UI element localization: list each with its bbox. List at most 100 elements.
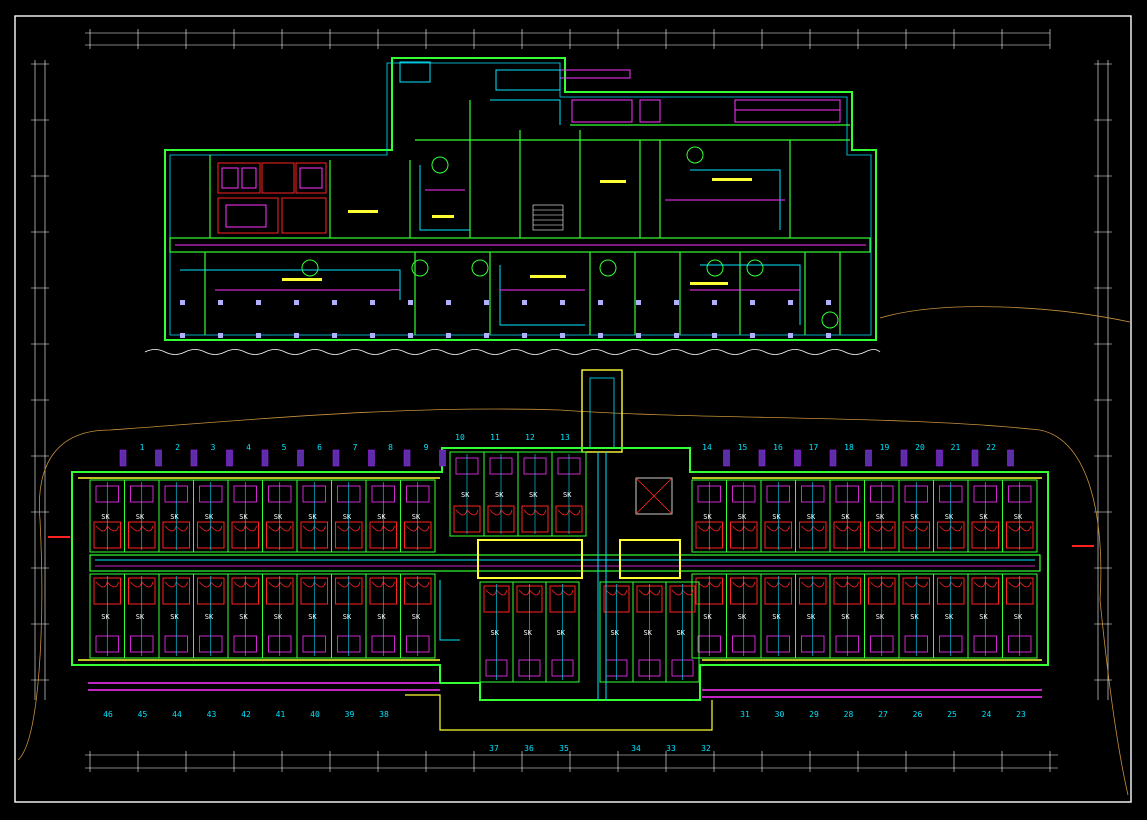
room-number-label: 6: [317, 443, 322, 452]
room-code-label: SK: [703, 513, 712, 521]
room-code-label: SK: [557, 629, 566, 637]
ground-hatch-line: [144, 349, 881, 355]
room-code-label: SK: [308, 613, 317, 621]
room-code-label: SK: [412, 613, 421, 621]
room-number-label: 4: [246, 443, 251, 452]
room-number-label: 43: [207, 710, 217, 719]
room-number-label: 22: [986, 443, 996, 452]
room-code-label: SK: [611, 629, 620, 637]
room-code-label: SK: [945, 613, 954, 621]
room-number-label: 7: [353, 443, 358, 452]
room-number-label: 12: [525, 433, 535, 442]
room-number-label: 9: [424, 443, 429, 452]
room-code-label: SK: [841, 513, 850, 521]
center-room-number-row-a: 37 36 35: [489, 744, 569, 753]
room-code-label: SK: [563, 491, 572, 499]
room-code-label: SK: [239, 613, 248, 621]
room-code-label: SK: [377, 613, 386, 621]
room-code-label: SK: [910, 513, 919, 521]
room-number-label: 45: [138, 710, 148, 719]
room-number-label: 38: [379, 710, 389, 719]
room-code-label: SK: [170, 613, 179, 621]
room-code-label: SK: [412, 513, 421, 521]
room-code-label: SK: [738, 513, 747, 521]
room-number-label: 18: [844, 443, 854, 452]
room-code-label: SK: [170, 513, 179, 521]
room-code-label: SK: [491, 629, 500, 637]
room-number-label: 27: [878, 710, 888, 719]
room-number-label: 20: [915, 443, 925, 452]
drawing-frame: [14, 15, 1132, 803]
room-code-label: SK: [461, 491, 470, 499]
room-code-label: SK: [495, 491, 504, 499]
room-number-label: 21: [951, 443, 961, 452]
room-number-label: 16: [773, 443, 783, 452]
upper-building-outline: [164, 57, 877, 341]
room-number-label: 1: [140, 443, 145, 452]
room-number-label: 33: [666, 744, 676, 753]
site-boundary: [17, 408, 1129, 796]
room-code-label: SK: [529, 491, 538, 499]
room-code-label: SK: [377, 513, 386, 521]
room-number-label: 40: [310, 710, 320, 719]
room-code-label: SK: [644, 629, 653, 637]
room-code-label: SK: [101, 613, 110, 621]
room-code-label: SK: [703, 613, 712, 621]
room-number-label: 2: [175, 443, 180, 452]
room-number-label: 37: [489, 744, 499, 753]
room-number-label: 8: [388, 443, 393, 452]
room-code-label: SK: [772, 613, 781, 621]
room-code-label: SK: [274, 513, 283, 521]
room-number-label: 30: [775, 710, 785, 719]
room-number-label: 19: [880, 443, 890, 452]
upper-building: [144, 57, 881, 355]
room-number-label: 35: [559, 744, 569, 753]
room-code-label: SK: [841, 613, 850, 621]
room-code-label: SK: [274, 613, 283, 621]
room-code-label: SK: [876, 613, 885, 621]
room-code-label: SK: [876, 513, 885, 521]
site-boundary-north: [879, 306, 1131, 323]
room-code-label: SK: [945, 513, 954, 521]
lower-building-outline: [71, 447, 1049, 701]
right-dimension-chain: [1097, 60, 1109, 700]
room-number-label: 39: [345, 710, 355, 719]
room-number-label: 17: [809, 443, 819, 452]
room-number-label: 5: [282, 443, 287, 452]
room-code-label: SK: [136, 513, 145, 521]
room-code-label: SK: [343, 613, 352, 621]
room-code-label: SK: [205, 513, 214, 521]
room-code-label: SK: [101, 513, 110, 521]
room-code-label: SK: [1014, 513, 1023, 521]
top-dimension-chain: [85, 32, 1050, 46]
bottom-dimension-chain: [85, 754, 1058, 769]
room-number-label: 31: [740, 710, 750, 719]
dimension-ticks: [31, 29, 1112, 772]
connector-shaft: [581, 369, 623, 453]
room-number-label: 26: [913, 710, 923, 719]
room-code-label: SK: [772, 513, 781, 521]
room-number-label: 28: [844, 710, 854, 719]
room-number-label: 10: [455, 433, 465, 442]
room-number-label: 11: [490, 433, 500, 442]
room-code-label: SK: [807, 613, 816, 621]
room-number-label: 3: [211, 443, 216, 452]
left-dimension-chain: [34, 60, 46, 700]
room-number-label: 24: [982, 710, 992, 719]
room-code-label: SK: [677, 629, 686, 637]
room-number-label: 29: [809, 710, 819, 719]
room-code-label: SK: [205, 613, 214, 621]
room-number-label: 14: [702, 443, 712, 452]
room-number-label: 46: [103, 710, 113, 719]
room-code-label: SK: [136, 613, 145, 621]
room-number-label: 36: [524, 744, 534, 753]
room-number-label: 13: [560, 433, 570, 442]
room-code-label: SK: [738, 613, 747, 621]
room-number-label: 15: [738, 443, 748, 452]
lower-building: SK SK SK SK SK SK SK SK SK SK SK SK SK SK SK SK SK SK SK SK…: [48, 447, 1094, 731]
room-code-label: SK: [910, 613, 919, 621]
